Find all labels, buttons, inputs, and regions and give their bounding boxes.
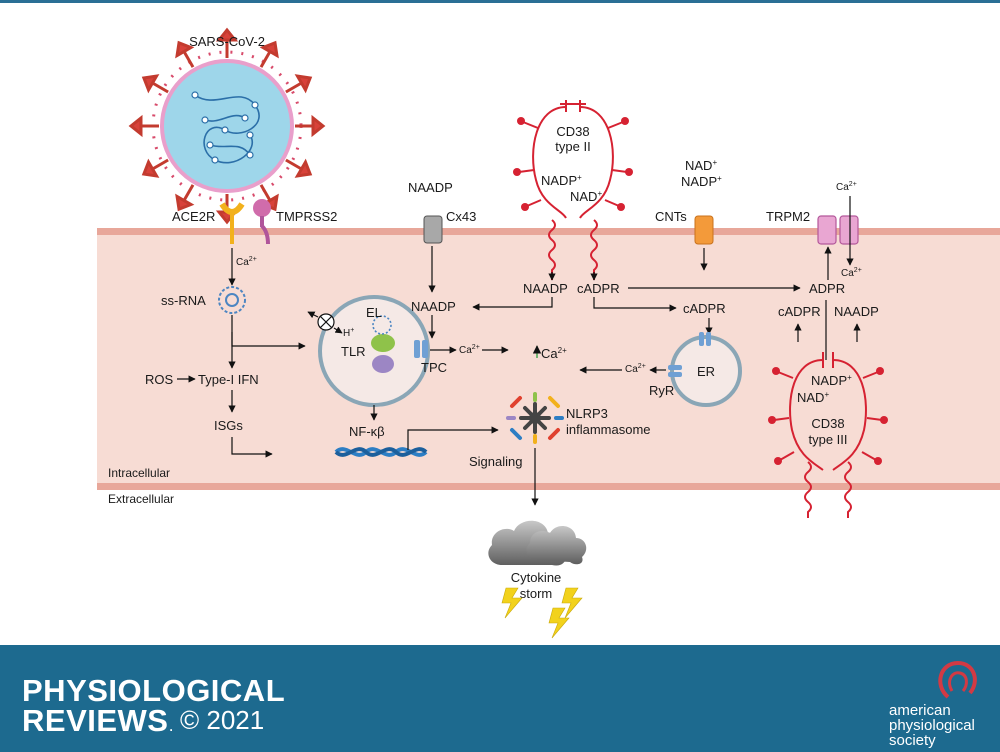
journal-title-line2: REVIEWS. <box>22 705 173 743</box>
society-name-line1: american <box>889 702 951 719</box>
lightning-bolt-icon <box>501 587 583 639</box>
naadp-cd38-label: NAADP <box>523 281 568 296</box>
ca-trpm-top: Ca2+ <box>836 181 857 193</box>
type1-ifn-label: Type-I IFN <box>198 372 259 387</box>
naadp-mid-label: NAADP <box>411 299 456 314</box>
cadpr-cd38-label: cADPR <box>577 281 620 296</box>
cd38-type2-nad: NAD+ <box>570 189 602 204</box>
cd38-type3-enzyme <box>773 352 883 518</box>
top-rule <box>0 0 1000 3</box>
sars-cov-2-virion <box>128 27 326 225</box>
cytoplasm-band <box>97 228 1000 490</box>
copyright-notice: © 2021 <box>180 705 265 735</box>
sars-cov-2-calcium-signaling-diagram: SARS-CoV-2 ACE2R TMPRSS2 Ca2+ ss-RNA ROS… <box>97 27 1000 639</box>
dna-double-helix <box>334 447 428 457</box>
ss-rna-coil <box>218 286 246 314</box>
endolysosome <box>318 295 430 407</box>
proton-pump-icon <box>317 313 335 331</box>
tmprss2-protease <box>253 199 271 245</box>
ca-trpm-in: Ca2+ <box>841 267 862 279</box>
cd38-type3-line2: type III <box>808 432 847 447</box>
tpc-channel <box>414 340 428 358</box>
journal-title-word: REVIEWS <box>22 703 169 738</box>
storm-cloud-icon <box>488 520 587 566</box>
cadpr-er-label: cADPR <box>683 301 726 316</box>
ca-er-label: Ca2+ <box>625 363 646 375</box>
cd38-type2-enzyme <box>518 100 628 280</box>
nfkb-label: NF-κβ <box>349 424 385 439</box>
ca-entry-label: Ca2+ <box>236 256 257 268</box>
h-plus-label: H+ <box>343 327 354 339</box>
journal-title-mark: . <box>169 720 174 734</box>
signaling-label: Signaling <box>469 454 523 469</box>
ca-center-label: Ca2+ <box>541 346 567 361</box>
society-name-line2: physiological <box>889 717 975 734</box>
trpm2-channel <box>817 215 859 245</box>
ace2r-label: ACE2R <box>172 209 215 224</box>
nlrp3-inflammasome-icon <box>506 392 564 444</box>
nadp-cnt-label: NADP+ <box>681 174 722 189</box>
ss-rna-label: ss-RNA <box>161 293 206 308</box>
endoplasmic-reticulum <box>668 332 742 407</box>
er-label: ER <box>697 364 715 379</box>
cnts-label: CNTs <box>655 209 687 224</box>
society-logo-icon <box>938 660 977 699</box>
tlr-label: TLR <box>341 344 366 359</box>
cd38-type2-line2: type II <box>555 139 590 154</box>
inflammasome-label: inflammasome <box>566 422 651 437</box>
extracellular-label: Extracellular <box>108 492 174 506</box>
nlrp3-label: NLRP3 <box>566 406 608 421</box>
cx43-label: Cx43 <box>446 209 476 224</box>
connexin-43-channel <box>423 215 443 244</box>
intracellular-label: Intracellular <box>108 466 170 480</box>
ryr-label: RyR <box>649 383 674 398</box>
naadp-right-label: NAADP <box>834 304 879 319</box>
el-label: EL <box>366 305 382 320</box>
ca-tpc-label: Ca2+ <box>459 344 480 356</box>
ca-increase: Ca2+ <box>532 345 567 361</box>
tpc-label: TPC <box>421 360 447 375</box>
journal-title-line1: PHYSIOLOGICAL <box>22 673 286 708</box>
cd38-type3-nadp: NADP+ <box>811 373 852 388</box>
ace2-receptor <box>219 202 245 244</box>
cnt-transporter <box>694 215 714 245</box>
cd38-type3-line1: CD38 <box>811 416 844 431</box>
cd38-type2-line1: CD38 <box>556 124 589 139</box>
virus-label: SARS-CoV-2 <box>189 34 265 49</box>
journal-footer: PHYSIOLOGICAL REVIEWS. © 2021 american p… <box>0 645 1000 752</box>
isgs-label: ISGs <box>214 418 243 433</box>
society-name-line3: society <box>889 732 936 749</box>
cytokine-label: Cytokine <box>511 570 562 585</box>
cd38-type2-nadp: NADP+ <box>541 173 582 188</box>
cd38-type3-nad: NAD+ <box>797 390 829 405</box>
ros-label: ROS <box>145 372 174 387</box>
trpm2-label: TRPM2 <box>766 209 810 224</box>
tmprss2-label: TMPRSS2 <box>276 209 337 224</box>
naadp-top-label: NAADP <box>408 180 453 195</box>
storm-label: storm <box>520 586 553 601</box>
cadpr-right-label: cADPR <box>778 304 821 319</box>
nad-cnt-label: NAD+ <box>685 158 717 173</box>
adpr-label: ADPR <box>809 281 845 296</box>
